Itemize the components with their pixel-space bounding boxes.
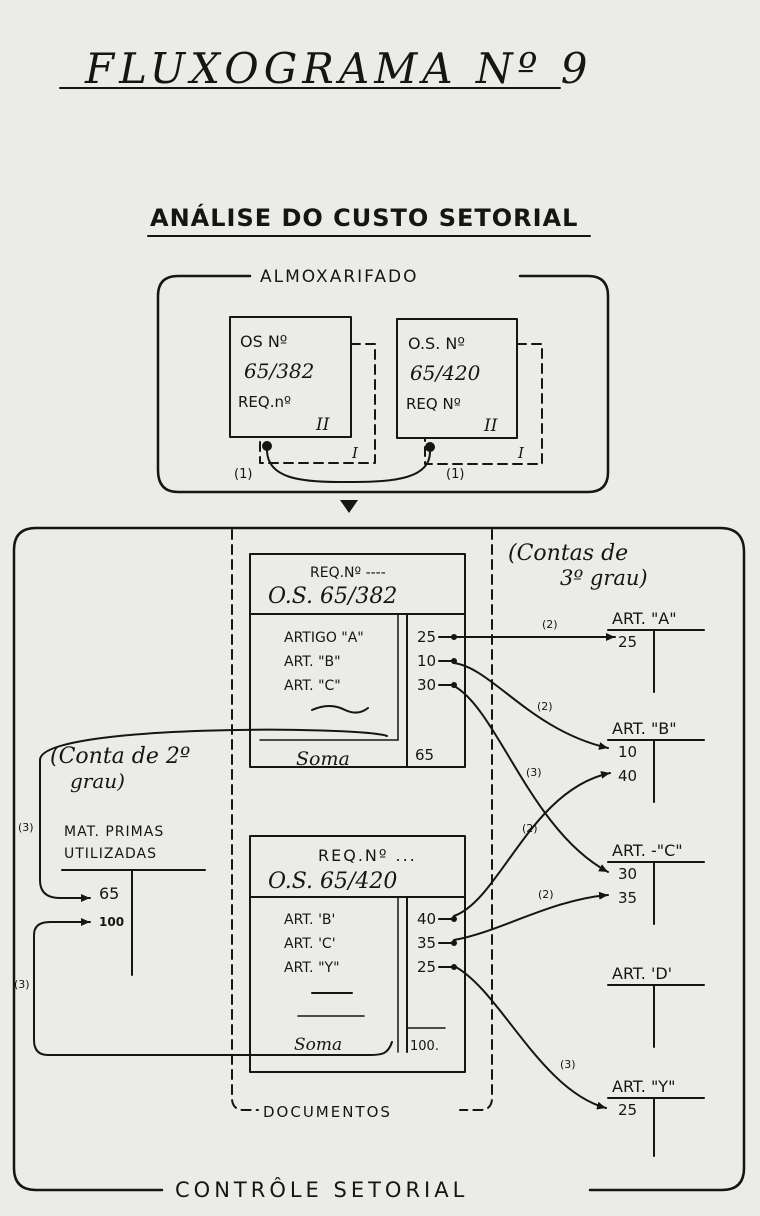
- os-65-420-copy-outline: [424, 343, 543, 465]
- account-entry: 35: [618, 889, 637, 907]
- req2-item-dot: [451, 940, 457, 946]
- account-entry: 30: [618, 865, 637, 883]
- conta-segundo-grau: (Conta de 2º grau) MAT. PRIMAS UTILIZADA…: [50, 744, 206, 976]
- req1-soma-value: 65: [415, 746, 434, 764]
- os-65-420-document: [396, 318, 518, 439]
- contas3-title1: (Contas de: [508, 541, 628, 566]
- marker-3-c: (3): [526, 766, 542, 779]
- conta2-account1: MAT. PRIMAS: [64, 824, 164, 840]
- doc1-dot: [262, 441, 272, 451]
- req2-soma-label: Soma: [294, 1035, 342, 1055]
- almoxarifado-section: ALMOXARIFADO OS Nº 65/382 REQ.nº II I (1…: [156, 267, 610, 494]
- req2-item-name: ART. "Y": [284, 960, 340, 976]
- arrow-req2-sum: [33, 918, 393, 1056]
- marker-2-e: (2): [538, 888, 554, 901]
- doc1-connector: [266, 450, 349, 483]
- flow-arrows: [33, 633, 616, 1110]
- marker-2-b: (2): [537, 700, 553, 713]
- req2-header1: REQ.Nº ...: [318, 846, 417, 865]
- conta2-title2: grau): [70, 769, 125, 793]
- account-entry: 10: [618, 743, 637, 761]
- marker-3-f: (3): [560, 1058, 576, 1071]
- down-arrow-icon: [340, 500, 358, 513]
- arrow-req1-sum: [39, 728, 388, 902]
- doc2-line1: O.S. Nº: [408, 334, 465, 353]
- doc1-copy1: I: [351, 444, 359, 462]
- os-65-382-document: [229, 316, 352, 438]
- arrow-req2-y: [453, 965, 607, 1110]
- almoxarifado-frame: [156, 274, 610, 494]
- conta2-account2: UTILIZADAS: [64, 846, 157, 862]
- conta2-debit-2: 100: [99, 915, 124, 929]
- footer-label: CONTRÔLE SETORIAL: [175, 1177, 468, 1202]
- page-subtitle: ANÁLISE DO CUSTO SETORIAL: [150, 203, 578, 232]
- req2-item-name: ART. 'B': [284, 912, 335, 928]
- arrow-req2-b: [453, 770, 611, 917]
- req2-soma-value: 100.: [410, 1039, 439, 1054]
- marker-2-d: (2): [522, 822, 538, 835]
- arrow-req2-c: [453, 891, 609, 941]
- req2-item-name: ART. 'C': [284, 936, 336, 952]
- doc1-line3: REQ.nº: [238, 393, 291, 411]
- req1-soma-label: Soma: [296, 748, 350, 770]
- req2-item-value: 40: [417, 910, 436, 928]
- os-65-382-copy-outline: [259, 343, 376, 464]
- req2-header2: O.S. 65/420: [268, 869, 397, 894]
- marker-3-left-bottom: (3): [14, 978, 30, 991]
- req-65-420-card: [249, 835, 466, 1073]
- doc2-dot: [425, 442, 435, 452]
- controle-setorial-frame: [12, 526, 746, 1192]
- doc2-copy2: II: [483, 416, 498, 436]
- doc2-marker: (1): [446, 467, 464, 482]
- doc2-line2: 65/420: [410, 361, 481, 385]
- documentos-label: DOCUMENTOS: [263, 1103, 392, 1121]
- conta2-title1: (Conta de 2º: [50, 744, 190, 769]
- almoxarifado-label: ALMOXARIFADO: [260, 267, 418, 287]
- doc2-copy1: I: [517, 444, 525, 462]
- req1-item-value: 10: [417, 652, 436, 670]
- doc2-line3: REQ Nº: [406, 395, 461, 413]
- req-65-382-card: [249, 553, 466, 768]
- account-name: ART. "B": [612, 719, 677, 738]
- marker-2-a: (2): [542, 618, 558, 631]
- req2-item-dot: [451, 916, 457, 922]
- page-title: FLUXOGRAMA Nº 9: [84, 44, 593, 93]
- account-entry: 25: [618, 1101, 637, 1119]
- req1-item-name: ART. "C": [284, 678, 341, 694]
- marker-3-left-top: (3): [18, 821, 34, 834]
- documentos-right-divider: [459, 529, 493, 1111]
- doc1-copy2: II: [315, 415, 330, 435]
- conta2-debit-1: 65: [99, 884, 119, 903]
- req1-item-value: 30: [417, 676, 436, 694]
- documentos-section: DOCUMENTOS REQ.Nº ---- O.S. 65/382 Soma …: [231, 529, 493, 1121]
- doc1-marker: (1): [234, 467, 252, 482]
- account-name: ART. 'D': [612, 964, 672, 983]
- account-name: ART. "Y": [612, 1077, 675, 1096]
- req1-squiggle: [311, 705, 369, 714]
- account-name: ART. -"C": [612, 841, 683, 860]
- doc1-line1: OS Nº: [240, 332, 287, 351]
- doc2-connector: [347, 451, 431, 483]
- arrow-req1-c: [453, 685, 609, 873]
- account-name: ART. "A": [612, 609, 677, 628]
- req1-item-name: ART. "B": [284, 654, 341, 670]
- req1-header2: O.S. 65/382: [268, 584, 397, 609]
- req1-header1: REQ.Nº ----: [310, 565, 386, 581]
- doc1-line2: 65/382: [244, 359, 314, 383]
- account-entry: 25: [618, 633, 637, 651]
- req1-item-name: ARTIGO "A": [284, 630, 364, 646]
- req2-item-value: 25: [417, 958, 436, 976]
- account-entry: 40: [618, 767, 637, 785]
- req1-item-value: 25: [417, 628, 436, 646]
- arrow-req1-b: [453, 662, 609, 750]
- req2-item-value: 35: [417, 934, 436, 952]
- contas3-title2: 3º grau): [560, 566, 648, 590]
- documentos-left-divider: [231, 529, 259, 1111]
